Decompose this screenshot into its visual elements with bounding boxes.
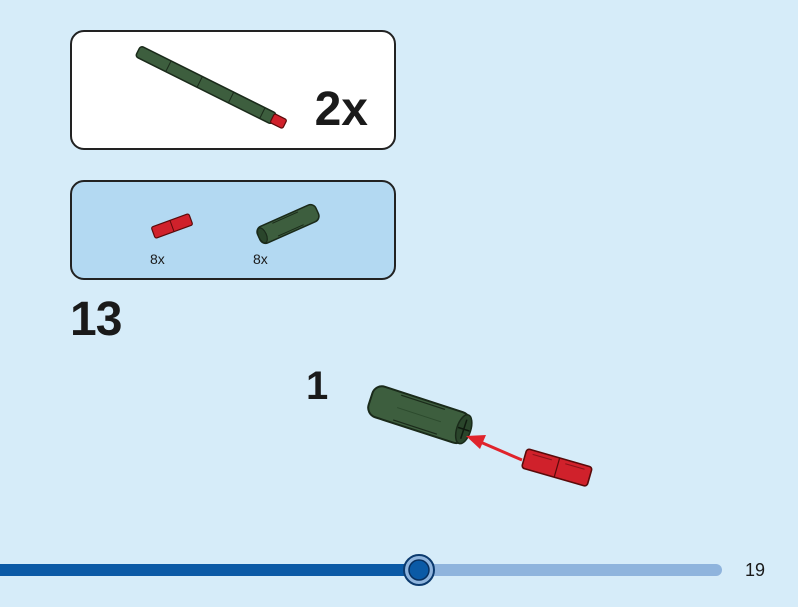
assembled-rod-illustration xyxy=(135,46,287,129)
page-number: 19 xyxy=(745,560,766,580)
part-quantity-green-tube: 8x xyxy=(253,251,268,267)
result-panel: 2x xyxy=(70,30,396,150)
progress-done xyxy=(0,564,419,576)
red-pin-icon xyxy=(151,213,193,239)
part-quantity-red-pin: 8x xyxy=(150,251,165,267)
step-number: 13 xyxy=(70,293,122,346)
red-pin-part xyxy=(521,448,593,487)
green-tube-part xyxy=(367,385,473,445)
build-illustration xyxy=(367,385,593,487)
progress-marker-icon xyxy=(403,554,435,586)
result-quantity: 2x xyxy=(314,83,368,136)
sub-step-number: 1 xyxy=(306,364,329,408)
green-tube-icon xyxy=(256,203,320,245)
insert-arrow-icon xyxy=(466,435,523,462)
parts-list-panel: 8x 8x xyxy=(70,180,396,280)
progress-bar xyxy=(0,554,722,586)
